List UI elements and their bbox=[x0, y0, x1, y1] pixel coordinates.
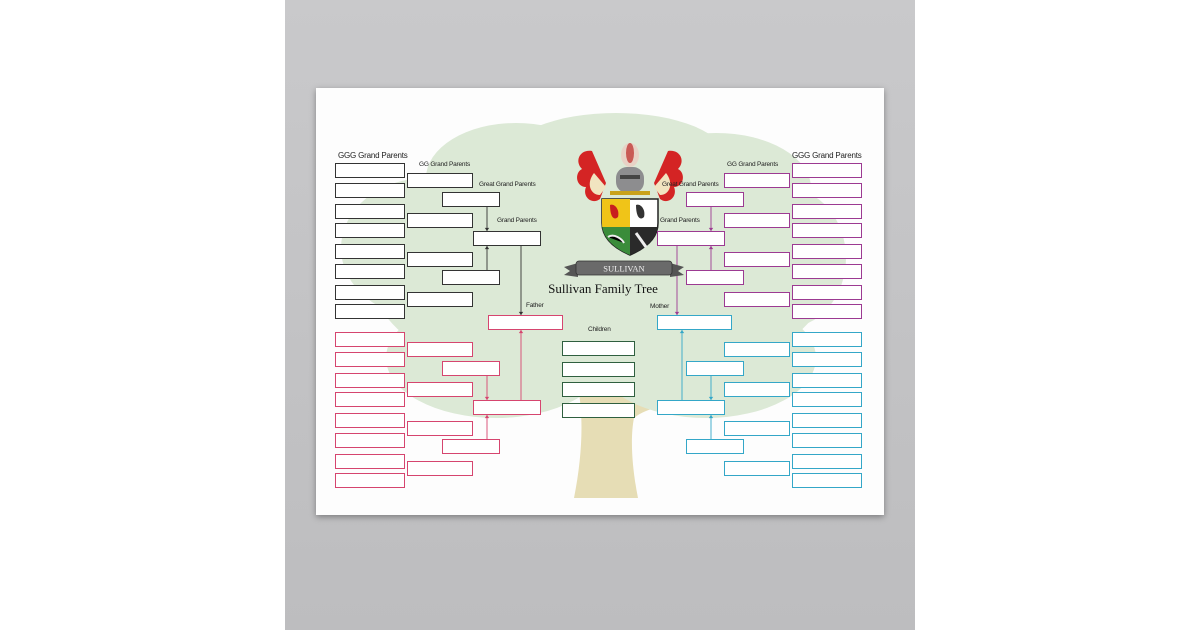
grand-box-bottom-left[interactable] bbox=[473, 400, 541, 415]
child-box-2[interactable] bbox=[562, 361, 635, 377]
gg-box-top-right-4[interactable] bbox=[724, 291, 790, 307]
ggg-box-top-right-5[interactable] bbox=[792, 244, 862, 259]
ggg-box-bottom-left-4[interactable] bbox=[335, 392, 405, 407]
ggg-box-bottom-right-4[interactable] bbox=[792, 392, 862, 407]
gg-box-bottom-left-3[interactable] bbox=[407, 421, 473, 436]
label-great-left: Great Grand Parents bbox=[479, 181, 536, 188]
gg-box-bottom-right-2[interactable] bbox=[724, 381, 790, 397]
label-gg-right: GG Grand Parents bbox=[727, 161, 778, 168]
great-box-top-left-1[interactable] bbox=[442, 192, 500, 207]
ggg-box-top-left-7[interactable] bbox=[335, 284, 405, 300]
family-tree-poster: SULLIVAN Sullivan Family Tree GGG Grand … bbox=[316, 88, 884, 515]
gg-box-top-left-1[interactable] bbox=[407, 173, 473, 188]
ggg-box-top-left-8[interactable] bbox=[335, 304, 405, 319]
ggg-box-bottom-right-3[interactable] bbox=[792, 372, 862, 388]
ggg-box-bottom-left-8[interactable] bbox=[335, 473, 405, 488]
great-box-bottom-right-1[interactable] bbox=[686, 361, 744, 376]
ggg-box-top-left-5[interactable] bbox=[335, 244, 405, 259]
gg-box-bottom-left-4[interactable] bbox=[407, 460, 473, 476]
ggg-box-bottom-left-2[interactable] bbox=[335, 351, 405, 367]
poster-title: Sullivan Family Tree bbox=[548, 281, 658, 296]
label-great-right: Great Grand Parents bbox=[662, 181, 719, 188]
ggg-box-top-left-1[interactable] bbox=[335, 163, 405, 178]
gg-box-top-right-3[interactable] bbox=[724, 252, 790, 267]
connector-arrow bbox=[708, 415, 714, 419]
great-box-top-right-1[interactable] bbox=[686, 192, 744, 207]
ggg-box-bottom-right-6[interactable] bbox=[792, 432, 862, 448]
connector-arrow bbox=[708, 396, 714, 400]
label-gg-left: GG Grand Parents bbox=[419, 161, 470, 168]
ggg-box-top-right-6[interactable] bbox=[792, 263, 862, 279]
label-children: Children bbox=[588, 326, 611, 333]
gg-box-top-left-4[interactable] bbox=[407, 291, 473, 307]
label-mother: Mother bbox=[650, 303, 670, 310]
grand-box-bottom-right[interactable] bbox=[657, 400, 725, 415]
ggg-box-top-right-2[interactable] bbox=[792, 182, 862, 198]
mother-box[interactable] bbox=[657, 315, 732, 330]
connector-arrow bbox=[518, 311, 524, 315]
ggg-box-bottom-right-5[interactable] bbox=[792, 413, 862, 428]
label-grand-right: Grand Parents bbox=[660, 217, 700, 224]
ggg-box-top-right-4[interactable] bbox=[792, 223, 862, 238]
ggg-box-top-right-3[interactable] bbox=[792, 203, 862, 219]
grand-box-top-right[interactable] bbox=[657, 231, 725, 246]
gg-box-top-left-3[interactable] bbox=[407, 252, 473, 267]
great-box-bottom-left-2[interactable] bbox=[442, 439, 500, 454]
great-box-bottom-left-1[interactable] bbox=[442, 361, 500, 376]
banner-text: SULLIVAN bbox=[603, 264, 644, 274]
ggg-box-top-left-4[interactable] bbox=[335, 223, 405, 238]
grand-box-top-left[interactable] bbox=[473, 231, 541, 246]
ggg-box-bottom-left-6[interactable] bbox=[335, 432, 405, 448]
ggg-box-bottom-left-3[interactable] bbox=[335, 372, 405, 388]
ggg-box-top-right-7[interactable] bbox=[792, 284, 862, 300]
great-box-top-left-2[interactable] bbox=[442, 270, 500, 285]
connector-arrow bbox=[484, 396, 490, 400]
label-ggg-right: GGG Grand Parents bbox=[792, 151, 862, 160]
gg-box-top-left-2[interactable] bbox=[407, 212, 473, 228]
gg-box-top-right-2[interactable] bbox=[724, 212, 790, 228]
ggg-box-bottom-right-8[interactable] bbox=[792, 473, 862, 488]
ggg-box-bottom-right-2[interactable] bbox=[792, 351, 862, 367]
connector-arrow bbox=[674, 311, 680, 315]
child-box-3[interactable] bbox=[562, 382, 635, 397]
connector-arrow bbox=[679, 330, 685, 334]
connector-arrow bbox=[484, 227, 490, 231]
ggg-box-top-left-2[interactable] bbox=[335, 182, 405, 198]
ggg-box-bottom-right-1[interactable] bbox=[792, 332, 862, 347]
gg-box-top-right-1[interactable] bbox=[724, 173, 790, 188]
connector-arrow bbox=[518, 330, 524, 334]
father-box[interactable] bbox=[488, 315, 563, 330]
connector-arrow bbox=[484, 246, 490, 250]
gg-box-bottom-left-2[interactable] bbox=[407, 381, 473, 397]
gg-box-bottom-right-4[interactable] bbox=[724, 460, 790, 476]
great-box-top-right-2[interactable] bbox=[686, 270, 744, 285]
ggg-box-top-right-1[interactable] bbox=[792, 163, 862, 178]
coat-of-arms-icon bbox=[577, 143, 683, 256]
ggg-box-top-left-6[interactable] bbox=[335, 263, 405, 279]
ggg-box-bottom-left-7[interactable] bbox=[335, 453, 405, 469]
child-box-4[interactable] bbox=[562, 402, 635, 418]
great-box-bottom-right-2[interactable] bbox=[686, 439, 744, 454]
connector-arrow bbox=[484, 415, 490, 419]
connector-arrow bbox=[708, 227, 714, 231]
ggg-box-top-left-3[interactable] bbox=[335, 203, 405, 219]
label-grand-left: Grand Parents bbox=[497, 217, 537, 224]
label-father: Father bbox=[526, 302, 544, 309]
ggg-box-bottom-right-7[interactable] bbox=[792, 453, 862, 469]
connector-arrow bbox=[708, 246, 714, 250]
gg-box-bottom-right-3[interactable] bbox=[724, 421, 790, 436]
name-banner: SULLIVAN bbox=[564, 260, 684, 277]
ggg-box-bottom-left-1[interactable] bbox=[335, 332, 405, 347]
ggg-box-bottom-left-5[interactable] bbox=[335, 413, 405, 428]
ggg-box-top-right-8[interactable] bbox=[792, 304, 862, 319]
gg-box-bottom-right-1[interactable] bbox=[724, 342, 790, 357]
label-ggg-left: GGG Grand Parents bbox=[338, 151, 408, 160]
child-box-1[interactable] bbox=[562, 341, 635, 356]
gg-box-bottom-left-1[interactable] bbox=[407, 342, 473, 357]
